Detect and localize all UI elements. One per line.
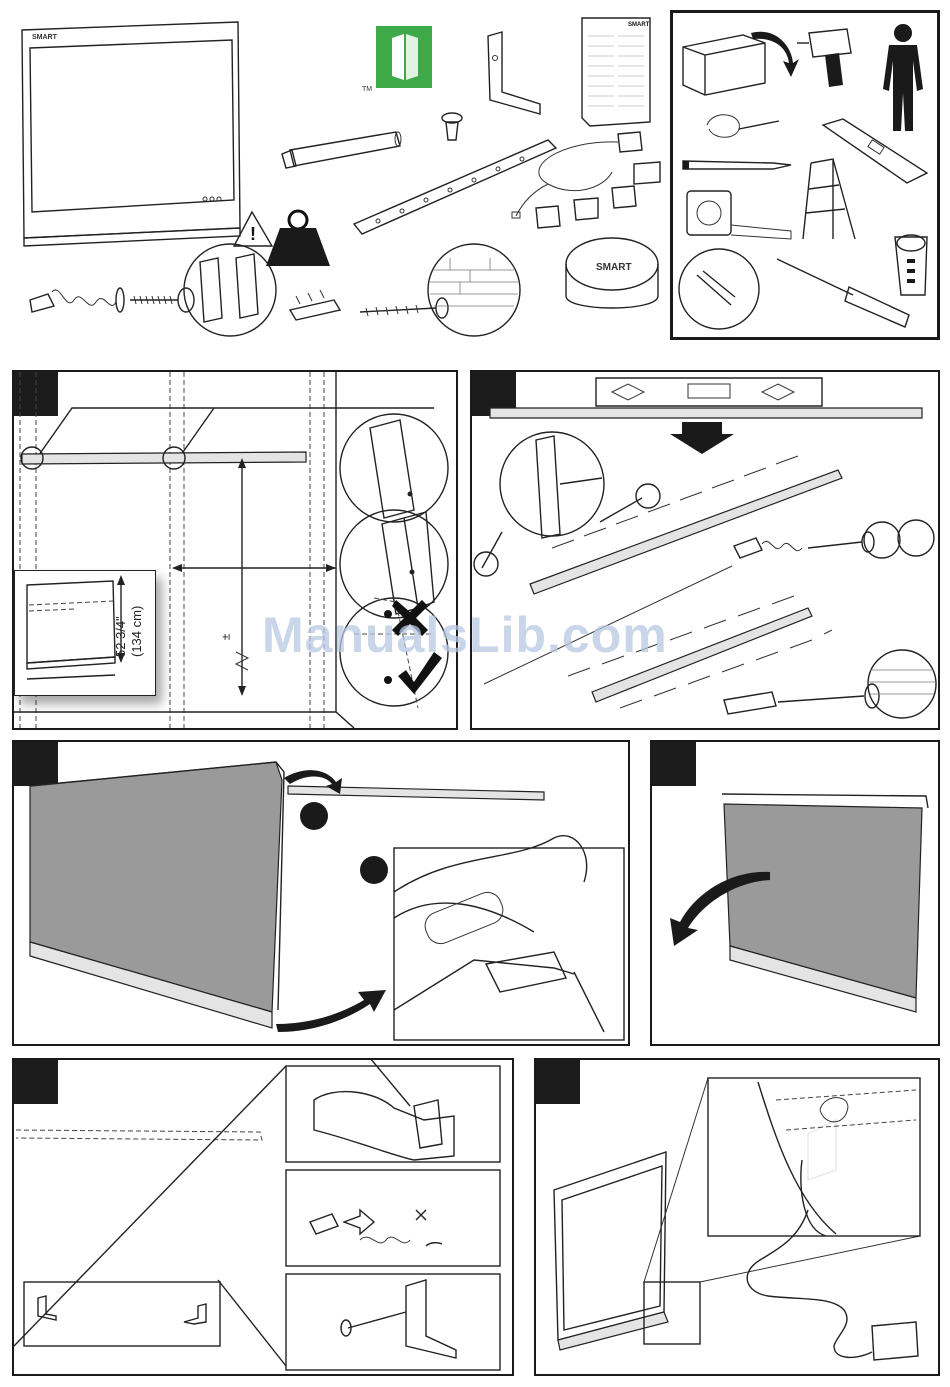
- cable-tie-icon: [820, 1098, 848, 1122]
- stud-finder-icon: [895, 235, 927, 295]
- tolerance-label: ±: [218, 634, 232, 641]
- zoom-detail-bracket: [394, 848, 624, 1040]
- arrow-down-icon: [670, 422, 734, 454]
- guide-brand-label: SMART: [628, 22, 649, 28]
- step-1-panel: 52 3/4" (134 cm) ±: [12, 370, 458, 730]
- step-3-illustration: [14, 742, 628, 1044]
- box-contents-area: !: [0, 0, 665, 340]
- box-contents-illustration: !: [0, 0, 665, 340]
- drywall-anchor-icon: [30, 288, 124, 312]
- bracket-screw-icon: [442, 113, 462, 140]
- whiteboard-icon: [554, 1152, 666, 1340]
- step-5-illustration: [14, 1060, 512, 1374]
- tape-measure-icon: [687, 191, 791, 239]
- svg-text:!: !: [250, 224, 256, 244]
- inset-bracket-positions: [24, 1282, 220, 1346]
- power-adapter-icon: [872, 1322, 918, 1360]
- step-bullet-2: [360, 856, 388, 884]
- whiteboard-icon: [724, 804, 922, 998]
- marker-icon: [282, 132, 401, 168]
- mounting-rail-icon: [530, 470, 842, 594]
- zoom-detail-stud: [340, 414, 448, 522]
- toolbox-icon: [683, 35, 765, 95]
- detail-mark-bracket: [286, 1066, 500, 1162]
- detail-anchor-choice: [286, 1170, 500, 1266]
- tools-panel: [670, 10, 940, 340]
- height-inches-label: 52 3/4": [113, 616, 128, 657]
- plug-adapters-icon: [536, 162, 660, 228]
- brand-label: SMART: [32, 34, 57, 41]
- step-2-panel: [470, 370, 940, 730]
- step-6-panel: [534, 1058, 940, 1376]
- step-3-panel: [12, 740, 630, 1046]
- masonry-anchor-icon: [290, 290, 340, 320]
- wall-type-masonry-icon: [868, 650, 936, 718]
- power-adapter-icon: [512, 132, 642, 218]
- wall-type-drywall-icon: [898, 520, 934, 556]
- drywall-anchor-icon: [734, 538, 802, 558]
- eraser-brand-label: SMART: [596, 262, 632, 273]
- step-5-panel: [12, 1058, 514, 1376]
- wall-bracket-icon: [488, 32, 540, 114]
- mounting-rail-icon: [288, 786, 544, 800]
- trademark-label: TM: [362, 86, 372, 93]
- arrow-icon: [751, 32, 799, 77]
- eraser-icon: [566, 238, 658, 308]
- wall-type-masonry-icon: [428, 244, 520, 336]
- mounting-rail-icon: [490, 408, 922, 418]
- quick-start-guide-icon: [582, 18, 650, 126]
- level-icon: [596, 378, 822, 406]
- cable-tie-icon: [707, 115, 779, 137]
- step-2-illustration: [472, 372, 938, 728]
- drill-icon: [797, 29, 851, 87]
- wall-type-drywall-icon: [864, 522, 900, 558]
- wall-type-drywall-icon: [184, 244, 276, 336]
- app-logo-icon: [376, 26, 432, 88]
- whiteboard-icon: [22, 22, 240, 246]
- step-4-panel: [650, 740, 940, 1046]
- step-4-illustration: [652, 742, 938, 1044]
- pencil-icon: [370, 1060, 410, 1106]
- whiteboard-icon: [30, 762, 282, 1012]
- watermark: ManualsLib.com: [262, 606, 668, 664]
- detail-fasten-bracket: [286, 1274, 500, 1370]
- weight-warning-icon: !: [234, 211, 330, 266]
- tools-illustration: [673, 13, 939, 339]
- zoom-detail-anchor: [500, 432, 604, 536]
- screwdriver-icon: [679, 249, 909, 329]
- step-6-illustration: [536, 1060, 938, 1374]
- mounting-rail-icon: [354, 140, 556, 234]
- masonry-anchor-icon: [724, 692, 776, 714]
- arrow-icon: [276, 990, 386, 1032]
- zoom-detail-cable: [708, 1078, 920, 1236]
- pencil-icon: [683, 161, 791, 169]
- person-icon: [883, 24, 923, 131]
- step-bullet-1: [300, 802, 328, 830]
- step-ladder-icon: [803, 159, 855, 239]
- height-cm-label: (134 cm): [129, 606, 144, 657]
- inset-board-dimension: 52 3/4" (134 cm): [14, 570, 156, 696]
